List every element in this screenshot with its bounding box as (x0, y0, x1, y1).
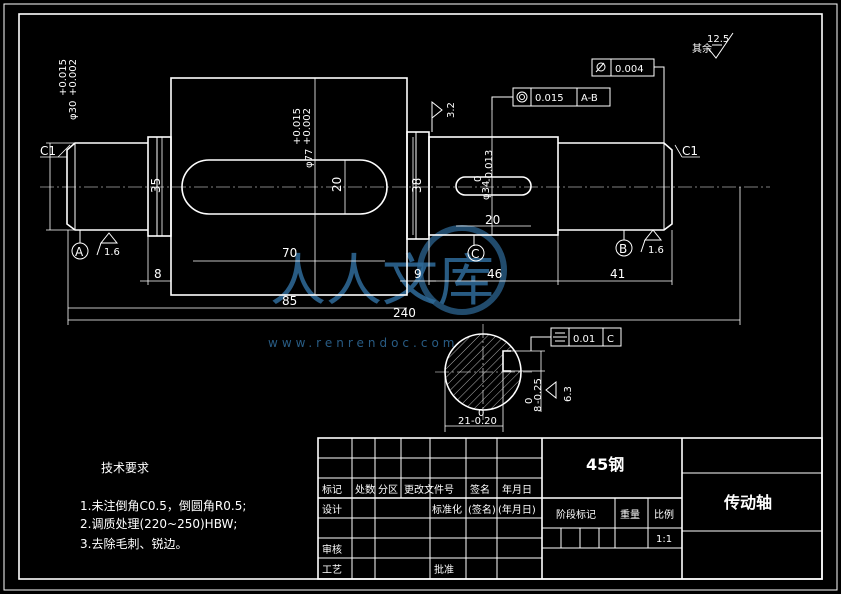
dim-d34-tol-up: 0 (473, 176, 484, 182)
dim-d30-tol-up: +0.015 (58, 59, 69, 96)
coax-value: 0.015 (535, 93, 564, 104)
roughness-3-2-symbol (431, 100, 443, 120)
datum-b: B (619, 242, 627, 256)
dim-35: 35 (149, 178, 163, 193)
left-journal (66, 142, 148, 231)
sym-value: 0.01 (573, 334, 595, 345)
dim-d77: φ77 (304, 149, 315, 168)
gdt-cylindricity: 0.004 (591, 58, 665, 143)
chamfer-right: C1 (682, 144, 698, 158)
right-key-section (428, 136, 559, 236)
scale-value: 1:1 (656, 534, 672, 545)
tb-date-paren: (年月日) (498, 503, 536, 516)
datum-a-circle (71, 242, 89, 260)
tb-weight: 重量 (620, 508, 640, 521)
flatness-value: 0.004 (615, 64, 644, 75)
dim-d77-tol-low: +0.002 (302, 108, 313, 145)
dim-70: 70 (282, 246, 297, 260)
sec-depth-tol-zero: 0 (524, 398, 535, 404)
watermark-url: www.renrendoc.com (268, 336, 458, 350)
dim-38: 38 (410, 178, 424, 193)
dim-d77-tol-up: +0.015 (292, 108, 303, 145)
dim-20-slot: 20 (330, 177, 344, 192)
sec-depth: 8 (533, 406, 544, 412)
roughness-1-6-left: 1.6 (104, 247, 120, 258)
tb-standardize: 标准化 (432, 503, 462, 516)
tb-review: 审核 (322, 543, 342, 556)
dim-d34: φ34 (481, 181, 492, 200)
dim-41: 41 (610, 267, 625, 281)
gdt-coaxiality: 0.015 A-B (491, 87, 611, 110)
watermark-text: 人人文库 (270, 249, 494, 314)
roughness-3-2: 3.2 (446, 102, 457, 118)
material: 45钢 (586, 455, 624, 474)
tech-req-item-1: 1.未注倒角C0.5，倒圆角R0.5; (80, 498, 246, 513)
chamfer-left: C1 (40, 144, 56, 158)
tb-change: 更改文件号 (404, 483, 454, 496)
sec-width: 21 (458, 416, 471, 427)
dim-d34-tol-low: -0.013 (484, 150, 495, 182)
sec-depth-tol: -0.25 (533, 378, 544, 404)
dim-46: 46 (487, 267, 502, 281)
sec-width-tol-zero: 0 (478, 408, 484, 419)
middle-keyway (181, 159, 388, 215)
dimensions-main: φ30 +0.015 +0.002 35 φ77 +0.015 +0.002 2… (40, 59, 741, 325)
dim-d30: φ30 (68, 101, 79, 120)
dim-20-right: 20 (485, 213, 500, 227)
roughness-rest-label: 其余 (692, 42, 712, 55)
tb-sign-paren: (签名) (468, 503, 496, 516)
watermark: 人人文库 www.renrendoc.com (268, 225, 507, 350)
coax-datum: A-B (581, 93, 598, 104)
sec-width-tol: -0.20 (471, 416, 497, 427)
dim-85: 85 (282, 294, 297, 308)
tb-sign: 签名 (470, 483, 490, 496)
tb-scale-label: 比例 (654, 508, 674, 521)
datum-c: C (471, 247, 479, 261)
right-keyway (455, 176, 532, 196)
tb-date: 年月日 (502, 483, 532, 496)
datum-a: A (75, 245, 84, 259)
part-name: 传动轴 (723, 493, 772, 512)
tech-req-item-2: 2.调质处理(220~250)HBW; (80, 517, 237, 531)
section-keyway (502, 350, 511, 372)
tech-req-title: 技术要求 (101, 461, 149, 475)
dim-9: 9 (414, 267, 422, 281)
tb-approve: 批准 (434, 563, 454, 576)
tb-mark: 标记 (322, 484, 342, 496)
tb-zone: 分区 (378, 484, 398, 496)
datum-c-circle (467, 244, 485, 262)
tb-stage: 阶段标记 (556, 508, 596, 521)
datums-main: A 1.6 B 1.6 C 3.2 (71, 100, 664, 262)
right-journal (558, 142, 673, 231)
title-block: 标记 处数 分区 更改文件号 签名 年月日 设计 标准化 (签名) (年月日) … (317, 437, 823, 580)
sym-datum: C (607, 334, 614, 345)
dim-d30-tol-low: +0.002 (68, 59, 79, 96)
outer-frame (3, 3, 838, 591)
roughness-1-6-right: 1.6 (648, 245, 664, 256)
roughness-right-symbol (643, 229, 663, 241)
dim-8: 8 (154, 267, 162, 281)
tb-craft: 工艺 (322, 564, 342, 576)
roughness-left-symbol (99, 232, 119, 244)
shaft-main-view (40, 77, 770, 296)
section-view: 21 -0.20 0 8 -0.25 0 6.3 0.01 C (435, 324, 622, 432)
tech-req-item-3: 3.去除毛刺、锐边。 (80, 536, 187, 551)
tb-design: 设计 (322, 503, 342, 516)
dim-240: 240 (393, 306, 416, 320)
datum-b-circle (615, 239, 633, 257)
roughness-6-3: 6.3 (563, 386, 574, 402)
tech-requirements: 技术要求 1.未注倒角C0.5，倒圆角R0.5; 2.调质处理(220~250)… (80, 461, 246, 551)
roughness-rest-value: 12.5 (707, 34, 729, 45)
tb-count: 处数 (355, 483, 375, 496)
roughness-rest: 其余 12.5 (692, 32, 734, 59)
